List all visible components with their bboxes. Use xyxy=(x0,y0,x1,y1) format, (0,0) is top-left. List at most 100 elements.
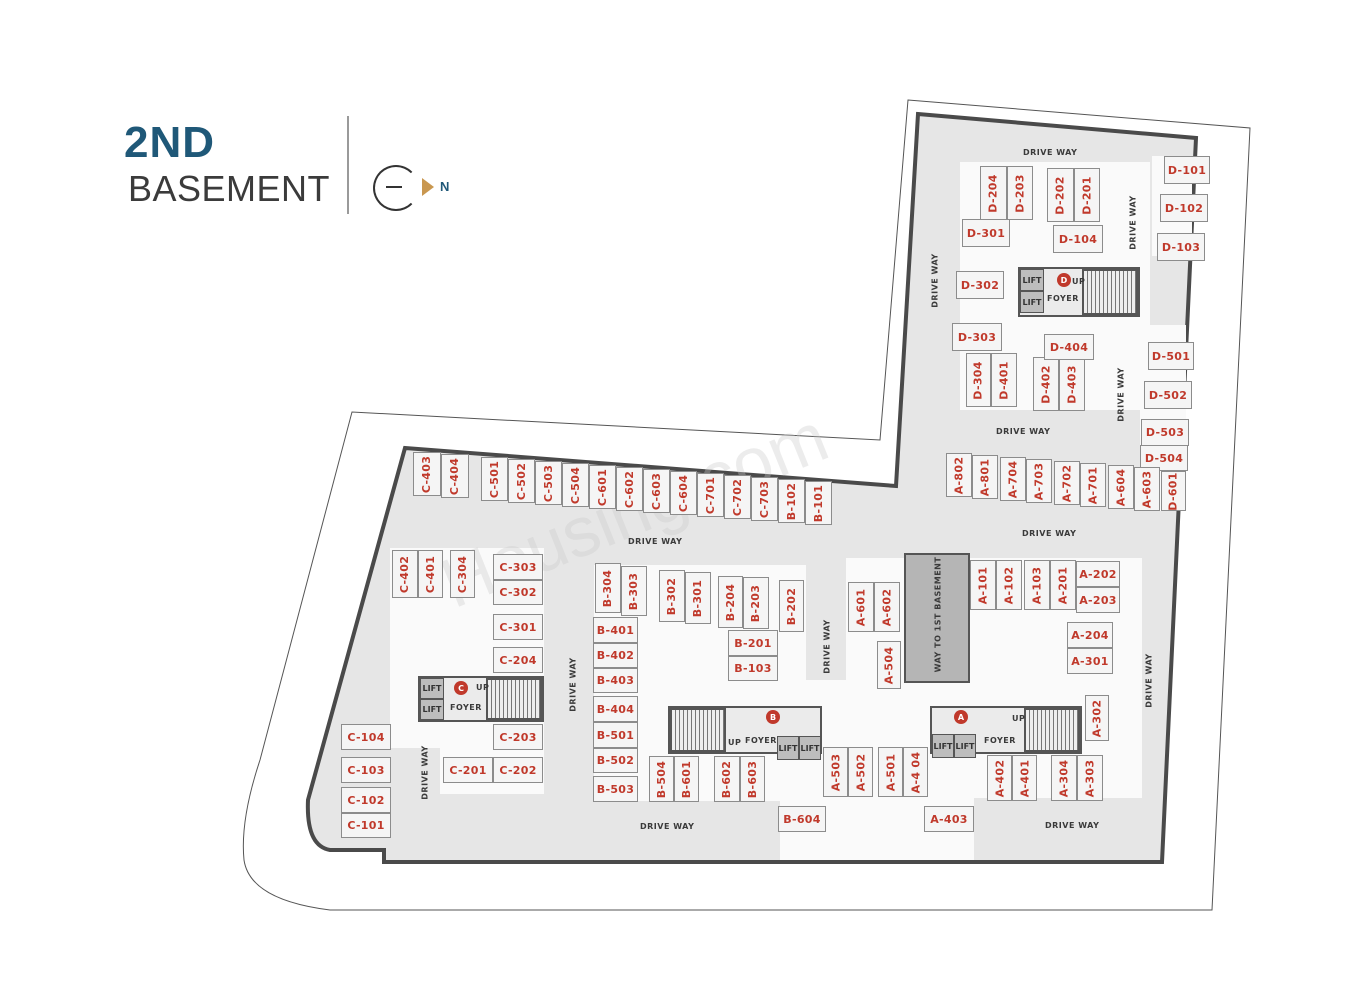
parking-slot-b-203[interactable]: B-203 xyxy=(743,577,769,629)
parking-slot-d-302[interactable]: D-302 xyxy=(956,271,1004,299)
parking-slot-a-401[interactable]: A-401 xyxy=(1012,755,1037,801)
parking-slot-a-604[interactable]: A-604 xyxy=(1108,465,1134,509)
parking-slot-c-103[interactable]: C-103 xyxy=(341,757,391,783)
parking-slot-d-504[interactable]: D-504 xyxy=(1140,445,1188,471)
parking-slot-d-104[interactable]: D-104 xyxy=(1053,225,1103,253)
parking-slot-d-303[interactable]: D-303 xyxy=(952,323,1002,351)
parking-slot-c-201[interactable]: C-201 xyxy=(443,757,493,783)
parking-slot-d-304[interactable]: D-304 xyxy=(966,353,991,407)
parking-slot-c-202[interactable]: C-202 xyxy=(493,757,543,783)
parking-slot-a-601[interactable]: A-601 xyxy=(848,582,874,632)
parking-slot-a-302[interactable]: A-302 xyxy=(1085,695,1109,741)
parking-slot-a-501[interactable]: A-501 xyxy=(878,747,903,797)
parking-slot-b-501[interactable]: B-501 xyxy=(593,722,638,748)
parking-slot-c-502[interactable]: C-502 xyxy=(508,459,535,503)
parking-slot-c-404[interactable]: C-404 xyxy=(441,454,469,498)
parking-slot-c-102[interactable]: C-102 xyxy=(341,787,391,813)
parking-slot-a-204[interactable]: A-204 xyxy=(1067,622,1113,648)
parking-slot-b-604[interactable]: B-604 xyxy=(778,806,826,832)
parking-slot-c-303[interactable]: C-303 xyxy=(493,554,543,580)
ramp-to-1st-basement[interactable] xyxy=(904,553,970,683)
parking-slot-a-402[interactable]: A-402 xyxy=(987,755,1012,801)
parking-slot-c-601[interactable]: C-601 xyxy=(589,465,616,509)
parking-slot-a-301[interactable]: A-301 xyxy=(1067,648,1113,674)
parking-slot-d-503[interactable]: D-503 xyxy=(1141,419,1189,446)
parking-slot-d-601[interactable]: D-601 xyxy=(1161,471,1186,511)
parking-slot-a-103[interactable]: A-103 xyxy=(1024,560,1050,610)
parking-slot-a-504[interactable]: A-504 xyxy=(877,641,901,689)
parking-slot-b-301[interactable]: B-301 xyxy=(685,572,711,624)
parking-slot-b-601[interactable]: B-601 xyxy=(674,756,699,802)
parking-slot-c-401[interactable]: C-401 xyxy=(418,550,443,598)
parking-slot-a-503[interactable]: A-503 xyxy=(823,747,848,797)
parking-slot-d-103[interactable]: D-103 xyxy=(1157,233,1205,261)
parking-slot-d-101[interactable]: D-101 xyxy=(1164,156,1210,184)
parking-slot-c-603[interactable]: C-603 xyxy=(643,469,670,513)
parking-slot-a-403[interactable]: A-403 xyxy=(924,806,974,832)
parking-slot-a-701[interactable]: A-701 xyxy=(1080,463,1106,507)
parking-slot-b-602[interactable]: B-602 xyxy=(714,756,740,802)
parking-slot-c-204[interactable]: C-204 xyxy=(493,647,543,673)
parking-slot-c-503[interactable]: C-503 xyxy=(535,461,562,505)
parking-slot-b-503[interactable]: B-503 xyxy=(593,776,638,802)
parking-slot-b-101[interactable]: B-101 xyxy=(805,481,832,525)
parking-slot-b-202[interactable]: B-202 xyxy=(779,580,804,632)
parking-slot-c-604[interactable]: C-604 xyxy=(670,471,697,515)
parking-slot-b-403[interactable]: B-403 xyxy=(593,668,638,693)
parking-slot-b-103[interactable]: B-103 xyxy=(728,656,778,681)
parking-slot-b-204[interactable]: B-204 xyxy=(718,576,743,628)
parking-slot-c-301[interactable]: C-301 xyxy=(493,614,543,640)
parking-slot-c-104[interactable]: C-104 xyxy=(341,724,391,750)
parking-slot-c-702[interactable]: C-702 xyxy=(724,475,751,519)
parking-slot-d-402[interactable]: D-402 xyxy=(1033,357,1059,411)
parking-slot-c-403[interactable]: C-403 xyxy=(413,452,441,496)
parking-slot-a-703[interactable]: A-703 xyxy=(1026,459,1052,503)
parking-slot-d-102[interactable]: D-102 xyxy=(1160,194,1208,222)
parking-slot-a-102[interactable]: A-102 xyxy=(996,560,1022,610)
parking-slot-b-402[interactable]: B-402 xyxy=(593,643,638,668)
parking-slot-c-701[interactable]: C-701 xyxy=(697,473,724,517)
parking-slot-a-502[interactable]: A-502 xyxy=(848,747,873,797)
parking-slot-a-202[interactable]: A-202 xyxy=(1076,561,1120,587)
parking-slot-d-301[interactable]: D-301 xyxy=(962,219,1010,247)
parking-slot-a-303[interactable]: A-303 xyxy=(1077,755,1103,801)
parking-slot-a-201[interactable]: A-201 xyxy=(1050,560,1076,610)
parking-slot-c-504[interactable]: C-504 xyxy=(562,463,589,507)
parking-slot-c-101[interactable]: C-101 xyxy=(341,813,391,838)
parking-slot-c-304[interactable]: C-304 xyxy=(450,550,475,598)
parking-slot-d-203[interactable]: D-203 xyxy=(1007,166,1033,220)
parking-slot-b-303[interactable]: B-303 xyxy=(621,566,647,616)
parking-slot-b-302[interactable]: B-302 xyxy=(659,570,685,622)
parking-slot-b-504[interactable]: B-504 xyxy=(649,756,674,802)
parking-slot-a-603[interactable]: A-603 xyxy=(1134,467,1160,511)
parking-slot-d-204[interactable]: D-204 xyxy=(980,166,1007,220)
parking-slot-c-203[interactable]: C-203 xyxy=(493,724,543,750)
parking-slot-d-201[interactable]: D-201 xyxy=(1074,168,1100,222)
parking-slot-c-402[interactable]: C-402 xyxy=(392,550,418,598)
parking-slot-b-603[interactable]: B-603 xyxy=(740,756,765,802)
parking-slot-d-202[interactable]: D-202 xyxy=(1047,168,1074,222)
parking-slot-a-304[interactable]: A-304 xyxy=(1051,755,1077,801)
parking-slot-d-404[interactable]: D-404 xyxy=(1044,334,1094,360)
parking-slot-b-401[interactable]: B-401 xyxy=(593,617,638,643)
parking-slot-b-201[interactable]: B-201 xyxy=(728,630,778,656)
parking-slot-b-102[interactable]: B-102 xyxy=(778,479,805,523)
parking-slot-d-502[interactable]: D-502 xyxy=(1144,381,1192,409)
parking-slot-a-802[interactable]: A-802 xyxy=(946,453,972,497)
parking-slot-c-501[interactable]: C-501 xyxy=(481,457,508,501)
parking-slot-d-401[interactable]: D-401 xyxy=(991,353,1017,407)
parking-slot-a-704[interactable]: A-704 xyxy=(1000,457,1026,501)
parking-slot-b-304[interactable]: B-304 xyxy=(595,563,621,613)
parking-slot-c-302[interactable]: C-302 xyxy=(493,580,543,605)
parking-slot-c-703[interactable]: C-703 xyxy=(751,477,778,521)
parking-slot-c-602[interactable]: C-602 xyxy=(616,467,643,511)
parking-slot-a-602[interactable]: A-602 xyxy=(874,582,900,632)
parking-slot-a-101[interactable]: A-101 xyxy=(970,560,996,610)
parking-slot-b-404[interactable]: B-404 xyxy=(593,696,638,722)
parking-slot-a-801[interactable]: A-801 xyxy=(972,455,998,499)
parking-slot-b-502[interactable]: B-502 xyxy=(593,748,638,773)
parking-slot-d-501[interactable]: D-501 xyxy=(1148,342,1194,370)
parking-slot-a-702[interactable]: A-702 xyxy=(1054,461,1080,505)
parking-slot-a-404[interactable]: A-4 04 xyxy=(903,747,928,797)
parking-slot-d-403[interactable]: D-403 xyxy=(1059,357,1085,411)
